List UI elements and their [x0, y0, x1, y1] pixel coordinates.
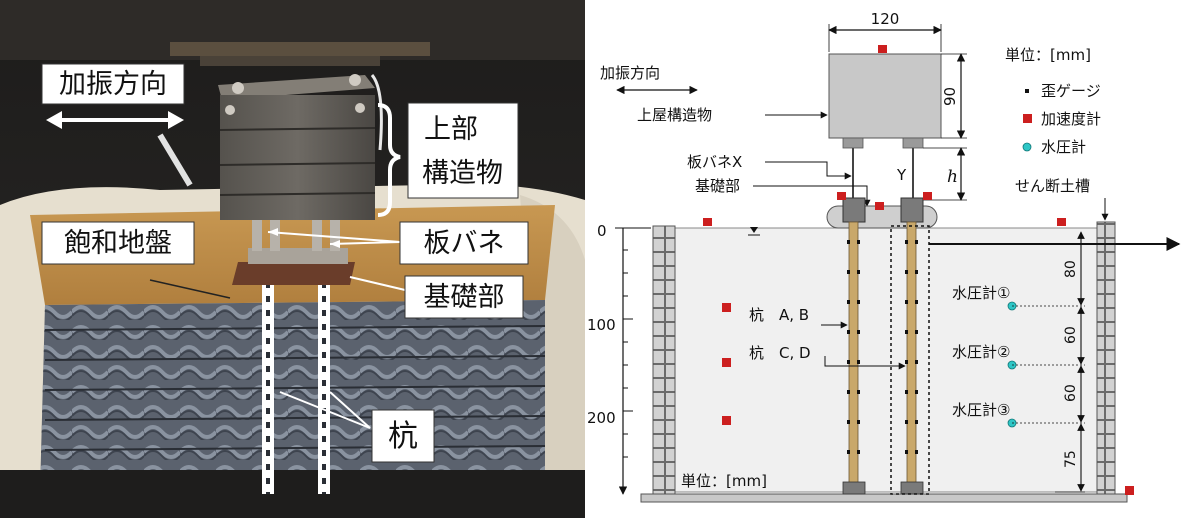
unit-label-top: 単位：[mm]: [1005, 46, 1091, 64]
superstructure-label-schematic: 上屋構造物: [637, 106, 712, 124]
dim-80: 80: [1063, 260, 1079, 278]
accelerometer-base: [1125, 486, 1134, 495]
foundation-photo: [232, 262, 355, 285]
leaf-spring-x-label: 板バネX: [687, 153, 742, 171]
superstructure-label-2: 構造物: [422, 158, 503, 189]
foundation-label-schematic: 基礎部: [695, 177, 740, 195]
accelerometer-legend-icon: [1023, 114, 1032, 123]
ground-pointer: [149, 279, 231, 299]
pile-ab-label: 杭 A, B: [749, 306, 809, 324]
ppg3-label: 水圧計③: [952, 401, 1010, 419]
pile-label-photo: 杭: [388, 419, 418, 454]
excitation-label-schematic: 加振方向: [600, 64, 660, 82]
accelerometer-depth-2: [722, 358, 731, 367]
foundation-pointer: [349, 276, 406, 291]
foundation-label-photo: 基礎部: [424, 282, 505, 313]
pile-cd-label: 杭 C, D: [749, 344, 811, 362]
legend-accelerometer: 加速度計: [1041, 110, 1101, 128]
y-label: Y: [896, 166, 907, 184]
leaf-spring-label-photo: 板バネ: [424, 228, 505, 259]
pile-ab: [848, 221, 859, 487]
dim-75: 75: [1063, 450, 1079, 468]
pore-pressure-legend-icon: [1022, 142, 1032, 152]
experiment-photo: 加振方向 上部 構造物 飽和地盤 板バネ 基礎部 杭: [0, 0, 585, 518]
ppg1-label: 水圧計①: [952, 284, 1010, 302]
accelerometer-depth-1: [722, 303, 731, 312]
strain-gauges: [847, 240, 918, 454]
unit-label-bottom: 単位：[mm]: [681, 472, 767, 490]
depth-tick-200: 200: [587, 409, 616, 427]
h-dimension-label: h: [947, 167, 958, 187]
accelerometer-top: [878, 45, 887, 53]
schematic-panel: 120 90 h 加振方向 上屋構造物 板バネX 基礎部 Y 単位：[mm] 歪…: [585, 0, 1182, 518]
accelerometer-surface-left: [703, 218, 712, 226]
superstructure-label-1: 上部: [424, 114, 478, 145]
excitation-arrow-photo: [46, 111, 184, 129]
excitation-label-photo: 加振方向: [59, 69, 167, 100]
depth-tick-0: 0: [597, 222, 607, 240]
shear-box-label: せん断土槽: [1015, 177, 1090, 195]
shear-box-wall-right: [1096, 221, 1116, 495]
superstructure-block-photo: [218, 74, 376, 220]
pile-cd: [906, 221, 917, 487]
accelerometer-depth-3: [722, 416, 731, 425]
dim-60-b: 60: [1063, 384, 1079, 402]
saturated-ground-label: 飽和地盤: [64, 228, 172, 259]
height-dimension-label: 90: [941, 87, 959, 106]
shear-box-wall-left: [652, 225, 676, 495]
shake-table-base: [640, 493, 1128, 503]
soil-region: [674, 227, 1098, 493]
schematic-diagram: 120 90 h 加振方向 上屋構造物 板バネX 基礎部 Y 単位：[mm] 歪…: [587, 10, 1181, 503]
pile-cd-dotted-outline: [890, 225, 930, 495]
leaf-spring-pointer: [267, 231, 401, 243]
accelerometer-surface-right: [1057, 218, 1066, 226]
ppg2-label: 水圧計②: [952, 343, 1010, 361]
legend-pore-pressure-gauge: 水圧計: [1041, 138, 1086, 156]
width-dimension-label: 120: [871, 10, 900, 28]
legend-strain-gauge: 歪ゲージ: [1041, 82, 1101, 100]
superstructure-brace: [377, 103, 401, 217]
depth-tick-100: 100: [587, 316, 616, 334]
pile-pointer: [279, 391, 371, 429]
strain-gauge-legend-icon: [1025, 89, 1029, 93]
dim-60-a: 60: [1063, 326, 1079, 344]
experiment-photo-panel: 加振方向 上部 構造物 飽和地盤 板バネ 基礎部 杭: [0, 0, 585, 518]
piles-photo: [262, 282, 330, 494]
superstructure-box: [828, 53, 942, 139]
